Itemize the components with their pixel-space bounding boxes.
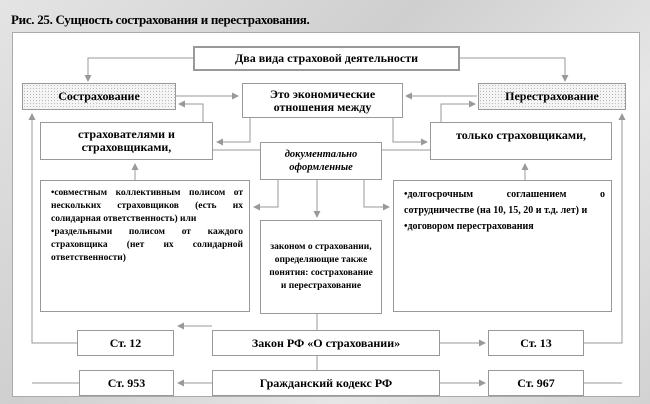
documented-box: документально оформленные xyxy=(260,142,382,180)
article-12-box: Ст. 12 xyxy=(77,330,174,356)
article-967-box: Ст. 967 xyxy=(488,370,584,396)
reinsurance-box: Перестрахование xyxy=(478,83,626,110)
coinsurance-forms-box: •совместным коллективным полисом от неск… xyxy=(40,180,250,312)
reinsurance-form-item: •договором перестрахования xyxy=(404,221,534,232)
essence-box: Это экономические отношения между xyxy=(242,83,403,118)
coinsurance-box: Сострахование xyxy=(22,83,176,110)
figure-title: Рис. 25. Сущность сострахования и перест… xyxy=(11,12,310,27)
coinsurance-form-item: •совместным коллективным полисом от неск… xyxy=(51,188,243,224)
reinsurance-form-item: •долгосрочным соглашением о сотрудничест… xyxy=(404,189,605,216)
law-definition-box: законом о страховании, определяющие такж… xyxy=(260,220,382,314)
civil-code-box: Гражданский кодекс РФ xyxy=(212,370,440,396)
article-13-box: Ст. 13 xyxy=(488,330,584,356)
coinsurance-form-item: •раздельными полисом от каждого страховщ… xyxy=(51,227,243,263)
coinsurance-parties-box: страхователями и страховщиками, xyxy=(40,122,213,160)
reinsurance-parties-box: только страховщиками, xyxy=(430,122,612,160)
article-953-box: Ст. 953 xyxy=(79,370,174,396)
insurance-types-box: Два вида страховой деятельности xyxy=(193,46,460,71)
insurance-law-box: Закон РФ «О страховании» xyxy=(212,330,440,356)
reinsurance-forms-box: •долгосрочным соглашением о сотрудничест… xyxy=(393,180,612,312)
